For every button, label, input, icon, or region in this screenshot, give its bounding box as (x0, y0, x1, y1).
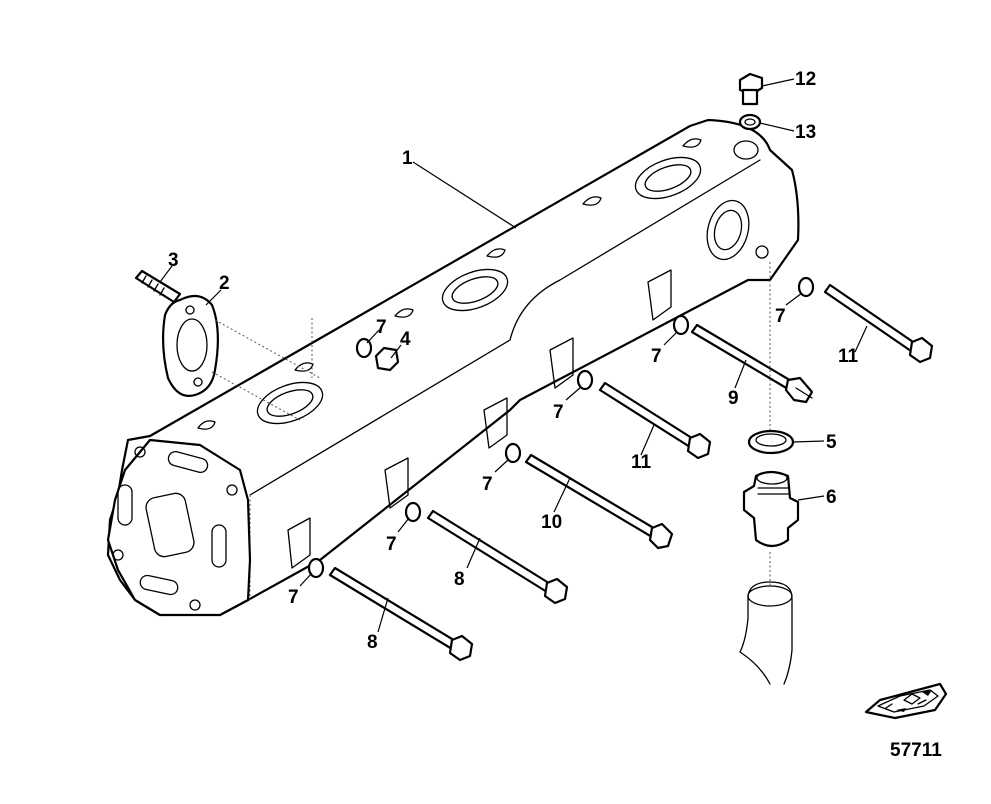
callout-label: 7 (288, 587, 299, 608)
bolt-part (426, 509, 569, 605)
plug-part (738, 72, 764, 106)
callout-label: 12 (795, 69, 816, 90)
callout-label: 4 (400, 329, 411, 350)
callout-label: 2 (219, 273, 230, 294)
callout-label: 7 (775, 306, 786, 327)
callout-label: 10 (541, 512, 562, 533)
bolt-part (328, 566, 474, 662)
hose-fitting-part (742, 470, 800, 548)
bolt-part (823, 283, 934, 364)
bolt-part (598, 381, 712, 460)
callout-label: 9 (728, 388, 739, 409)
callout-label: 7 (553, 402, 564, 423)
callout-label: 8 (367, 632, 378, 653)
washer-part (576, 369, 594, 391)
stud-part (524, 453, 674, 550)
callout-label: 7 (651, 346, 662, 367)
callout-label: 3 (168, 250, 179, 271)
stud-part (690, 323, 814, 404)
figure-number: 57711 (890, 740, 942, 761)
callout-label: 13 (795, 122, 816, 143)
callout-label: 7 (482, 474, 493, 495)
washer-part (355, 337, 373, 359)
callout-label: 11 (838, 346, 859, 367)
boat-icon (864, 682, 948, 720)
sealing-washer-part (738, 113, 762, 131)
washer-part (504, 442, 522, 464)
hose-part (739, 581, 793, 685)
callout-label: 5 (826, 432, 837, 453)
callout-label: 7 (386, 534, 397, 555)
seal-ring-part (747, 429, 795, 455)
gasket-part (161, 294, 219, 397)
callout-label: 1 (402, 148, 413, 169)
stud-part (134, 269, 182, 304)
washer-part (307, 557, 325, 579)
washer-part (404, 501, 422, 523)
washer-part (672, 314, 690, 336)
callout-label: 11 (631, 452, 652, 473)
washer-part (797, 276, 815, 298)
callout-label: 8 (454, 569, 465, 590)
nut-part (374, 346, 400, 372)
exhaust-manifold (106, 118, 800, 617)
callout-label: 7 (376, 317, 387, 338)
callout-label: 6 (826, 487, 837, 508)
